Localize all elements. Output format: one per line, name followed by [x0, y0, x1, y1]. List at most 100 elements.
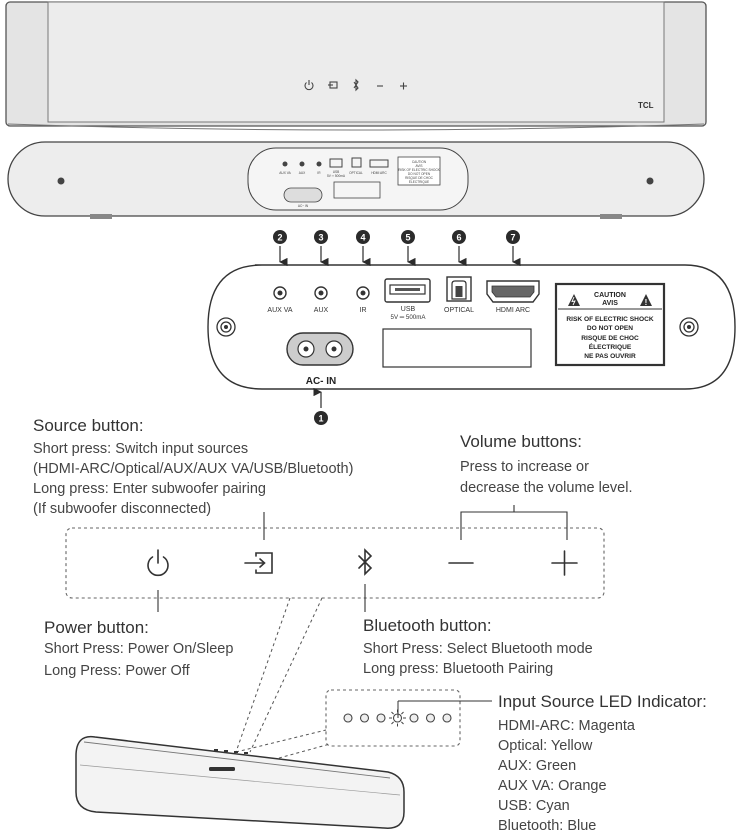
- svg-text:4: 4: [360, 233, 365, 243]
- callout-5: 5: [401, 230, 416, 267]
- soundbar-front-view: [75, 735, 405, 829]
- svg-text:6: 6: [456, 233, 461, 243]
- led-indicator-line-4: AUX VA: Orange: [498, 778, 607, 794]
- bluetooth-button-line-1: Short Press: Select Bluetooth mode: [363, 641, 593, 657]
- source-button-line-2: (HDMI-ARC/Optical/AUX/AUX VA/USB/Bluetoo…: [33, 461, 354, 477]
- bluetooth-button[interactable]: [358, 548, 373, 576]
- ac-in-socket[interactable]: [286, 332, 354, 366]
- small-label-usb-spec: 5V ═ 500mA: [327, 174, 346, 178]
- volume-up-button[interactable]: [551, 550, 578, 576]
- label-aux: AUX: [314, 307, 329, 314]
- source-button-title: Source button:: [33, 416, 144, 435]
- svg-text:3: 3: [318, 233, 323, 243]
- led-indicator-title: Input Source LED Indicator:: [498, 692, 707, 711]
- bluetooth-button-title: Bluetooth button:: [363, 616, 492, 635]
- small-label-usb: USB: [333, 170, 340, 174]
- screw-right: [679, 317, 699, 337]
- led: [442, 713, 452, 723]
- bluetooth-icon: [353, 78, 359, 92]
- small-label-aux-va: AUX VA: [279, 171, 291, 175]
- label-ac-in: AC- IN: [306, 376, 337, 387]
- label-hdmi-arc: HDMI ARC: [496, 307, 530, 314]
- aux-jack[interactable]: [314, 286, 328, 300]
- svg-text:1: 1: [318, 414, 323, 424]
- svg-text:2: 2: [277, 233, 282, 243]
- small-caution-line-4: ÉLECTRIQUE: [409, 179, 429, 184]
- svg-text:5: 5: [405, 233, 410, 243]
- small-label-ac: AC~ IN: [298, 204, 309, 208]
- caution-label: ! CAUTION AVIS RISK OF ELECTRIC SHOCK DO…: [554, 282, 666, 367]
- led-glow-ray: [401, 711, 404, 715]
- callout-6: 6: [452, 230, 467, 267]
- soundbar-rear-view-small: AUX VA AUX IR USB 5V ═ 500mA OPTICAL HDM…: [7, 141, 705, 219]
- caution-line-1: RISK OF ELECTRIC SHOCK: [566, 316, 653, 323]
- usb-port[interactable]: [384, 278, 431, 303]
- small-label-ir: IR: [317, 171, 321, 175]
- source-button-line-3: Long press: Enter subwoofer pairing: [33, 481, 266, 497]
- led: [425, 713, 436, 723]
- caution-title: CAUTION: [594, 292, 626, 299]
- caution-line-4: ÉLECTRIQUE: [589, 342, 632, 351]
- plus-icon: [400, 82, 407, 90]
- source-button[interactable]: [244, 552, 273, 574]
- optical-port[interactable]: [446, 276, 472, 302]
- led-indicator-line-1: HDMI-ARC: Magenta: [498, 718, 635, 734]
- source-button-line-4: (If subwoofer disconnected): [33, 501, 212, 517]
- led: [343, 713, 353, 723]
- led-indicator-line-3: AUX: Green: [498, 758, 577, 774]
- label-aux-va: AUX VA: [267, 307, 292, 314]
- top-panel-icons: [304, 78, 407, 92]
- led-glow-ray: [391, 721, 394, 725]
- label-sticker-area: [382, 328, 532, 368]
- bluetooth-button-line-2: Long press: Bluetooth Pairing: [363, 661, 554, 677]
- callout-7: 7: [506, 230, 521, 267]
- small-caution-title2: AVIS: [415, 164, 422, 168]
- led: [376, 713, 386, 723]
- warning-icon: [568, 294, 580, 306]
- front-led-strip: [209, 767, 235, 771]
- svg-text:!: !: [645, 298, 648, 307]
- caution-line-3: RISQUE DE CHOC: [581, 335, 639, 342]
- brand-logo: TCL: [638, 101, 654, 110]
- led-indicator-zoom: [325, 689, 492, 747]
- callout-markers: 2 3 4 5 6 7: [273, 230, 521, 425]
- led-indicator-line-6: Bluetooth: Blue: [498, 818, 597, 834]
- callout-3: 3: [314, 230, 329, 267]
- hdmi-arc-port[interactable]: [486, 280, 540, 303]
- caution-line-2: DO NOT OPEN: [587, 325, 633, 332]
- volume-buttons-line-2: decrease the volume level.: [460, 480, 633, 496]
- small-label-optical: OPTICAL: [349, 171, 363, 175]
- rear-panel-zoom: ! CAUTION AVIS RISK OF ELECTRIC SHOCK DO…: [207, 230, 736, 425]
- power-button[interactable]: [147, 549, 169, 577]
- led-glow-ray: [391, 711, 394, 715]
- label-usb-spec: 5V ═ 500mA: [391, 314, 427, 321]
- small-caution-title: CAUTION: [412, 160, 427, 164]
- power-button-title: Power button:: [44, 618, 149, 637]
- small-label-aux: AUX: [299, 171, 306, 175]
- led-indicator-line-2: Optical: Yellow: [498, 738, 593, 754]
- callout-2: 2: [273, 230, 288, 267]
- power-icon: [304, 80, 314, 91]
- ir-jack[interactable]: [356, 286, 370, 300]
- led: [359, 713, 370, 723]
- volume-buttons-title: Volume buttons:: [460, 432, 582, 451]
- caution-line-5: NE PAS OUVRIR: [584, 353, 636, 360]
- small-caution-line-3: RISQUE DE CHOC: [405, 176, 434, 180]
- led-row: [343, 709, 452, 727]
- soundbar-top-view: TCL: [5, 1, 707, 131]
- control-panel: [65, 527, 605, 599]
- led: [409, 713, 419, 723]
- caution-title-fr: AVIS: [602, 300, 618, 307]
- power-button-line-1: Short Press: Power On/Sleep: [44, 641, 234, 657]
- aux-va-jack[interactable]: [273, 286, 287, 300]
- callout-1: 1: [313, 387, 328, 425]
- warning-icon: !: [640, 294, 652, 307]
- label-usb: USB: [401, 306, 416, 313]
- screw-left: [216, 317, 236, 337]
- volume-buttons-line-1: Press to increase or: [460, 459, 589, 475]
- label-optical: OPTICAL: [444, 307, 474, 314]
- led-indicator-line-5: USB: Cyan: [498, 798, 570, 814]
- source-icon: [328, 81, 338, 89]
- small-caution-line-2: DO NOT OPEN: [408, 172, 431, 176]
